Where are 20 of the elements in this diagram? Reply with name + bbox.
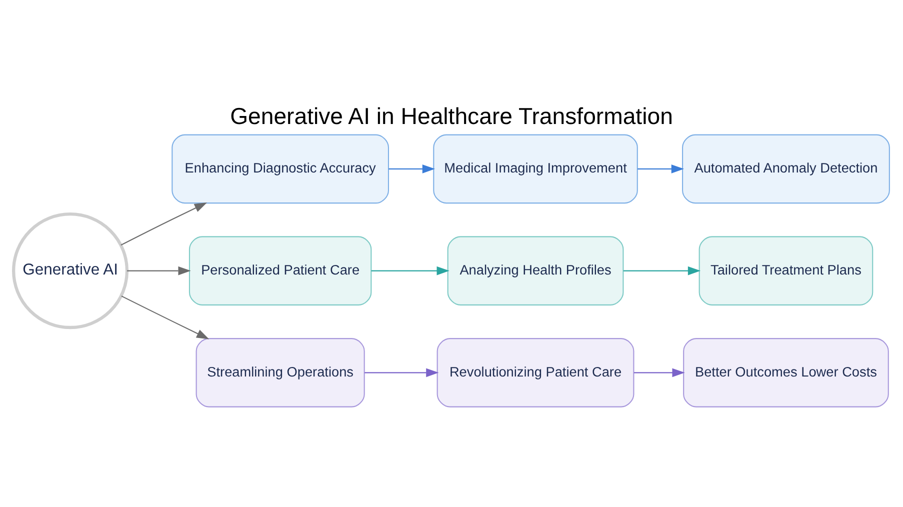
arrow <box>121 295 210 339</box>
node-box: Enhancing Diagnostic Accuracy <box>172 134 390 204</box>
arrow <box>371 266 450 275</box>
arrow <box>388 164 435 173</box>
arrow <box>364 368 439 377</box>
arrow <box>638 164 684 173</box>
node-box: Automated Anomaly Detection <box>682 134 890 204</box>
node-box: Medical Imaging Improvement <box>433 134 638 204</box>
node-circle: Generative AI <box>12 212 129 329</box>
arrow <box>623 266 701 275</box>
arrow <box>634 368 685 377</box>
node-box: Better Outcomes Lower Costs <box>683 338 889 407</box>
arrow <box>127 266 191 275</box>
node-box: Personalized Patient Care <box>188 236 372 305</box>
node-box: Revolutionizing Patient Care <box>436 338 634 407</box>
node-box: Streamlining Operations <box>196 338 365 407</box>
diagram-title: Generative AI in Healthcare Transformation <box>230 102 673 128</box>
node-box: Analyzing Health Profiles <box>447 236 624 305</box>
arrow <box>120 202 208 246</box>
node-box: Tailored Treatment Plans <box>698 236 874 305</box>
